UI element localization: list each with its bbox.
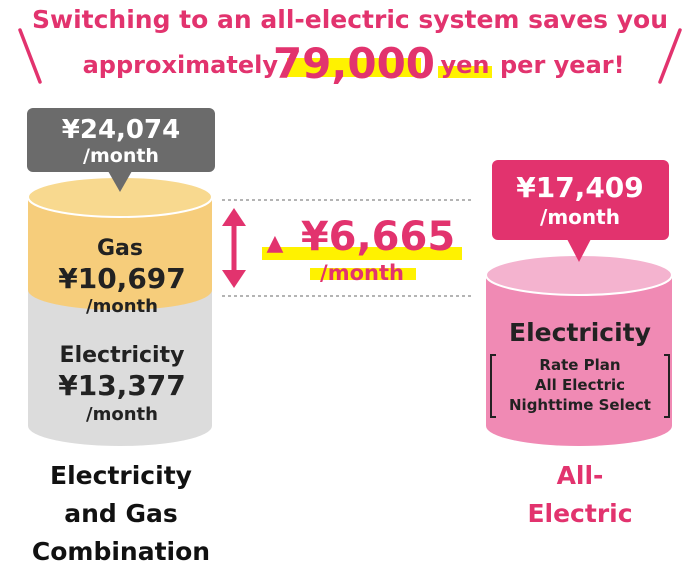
yen-highlight [438, 66, 492, 78]
right-total-bubble: ¥17,409 /month [492, 160, 669, 262]
savings-highlight [287, 58, 421, 77]
left-cylinder: Gas ¥10,697 /month Electricity ¥13,377 /… [27, 176, 213, 446]
difference-amount: ¥6,665 [301, 214, 455, 260]
electricity-label: Electricity [60, 343, 185, 368]
all-electric-segment [486, 275, 672, 446]
right-electricity-label: Electricity [509, 318, 651, 347]
left-caption-line2: and Gas [64, 499, 178, 528]
difference-highlight [262, 247, 462, 260]
headline-unit: yen [440, 51, 489, 79]
left-accent-slash [18, 28, 42, 84]
rate-plan-line2: All Electric [535, 376, 625, 394]
right-cylinder: Electricity Rate Plan All Electric Night… [485, 254, 673, 446]
bracket-left [490, 354, 496, 418]
difference-unit-highlight [310, 268, 416, 280]
electricity-segment [28, 290, 212, 446]
bubble-box [27, 108, 215, 172]
left-total-unit: /month [83, 145, 159, 167]
right-accent-slash [658, 28, 682, 84]
bubble-pointer [567, 239, 591, 262]
right-total-amount: ¥17,409 [516, 171, 644, 204]
headline-suffix: per year! [500, 51, 625, 79]
gas-unit: /month [86, 296, 158, 317]
gas-amount: ¥10,697 [58, 262, 186, 295]
rate-plan-line3: Nighttime Select [509, 396, 651, 414]
bubble-box [492, 160, 669, 240]
right-caption: All- Electric [527, 461, 632, 528]
left-total-amount: ¥24,074 [62, 115, 180, 145]
difference-indicator: ▲ ¥6,665 /month [222, 199, 472, 297]
rate-plan-line1: Rate Plan [539, 356, 620, 374]
left-caption: Electricity and Gas Combination [32, 461, 210, 566]
bubble-pointer [108, 171, 132, 192]
bracket-right [664, 354, 670, 418]
right-total-unit: /month [540, 205, 620, 229]
headline-prefix: approximately [83, 51, 279, 79]
electricity-unit: /month [86, 404, 158, 425]
right-caption-line2: Electric [527, 499, 632, 528]
gas-label: Gas [97, 236, 143, 261]
headline-line1: Switching to an all-electric system save… [32, 5, 668, 34]
left-caption-line1: Electricity [50, 461, 192, 490]
left-total-bubble: ¥24,074 /month [27, 108, 215, 192]
difference-symbol: ▲ [267, 231, 284, 256]
arrow-down-head [222, 270, 246, 288]
savings-amount: 79,000 [273, 39, 435, 88]
right-caption-line1: All- [557, 461, 604, 490]
gas-segment [28, 197, 212, 310]
headline: Switching to an all-electric system save… [18, 5, 682, 88]
difference-unit: /month [320, 261, 404, 285]
electricity-amount: ¥13,377 [58, 369, 186, 402]
left-caption-line3: Combination [32, 537, 210, 566]
arrow-up-head [222, 208, 246, 226]
